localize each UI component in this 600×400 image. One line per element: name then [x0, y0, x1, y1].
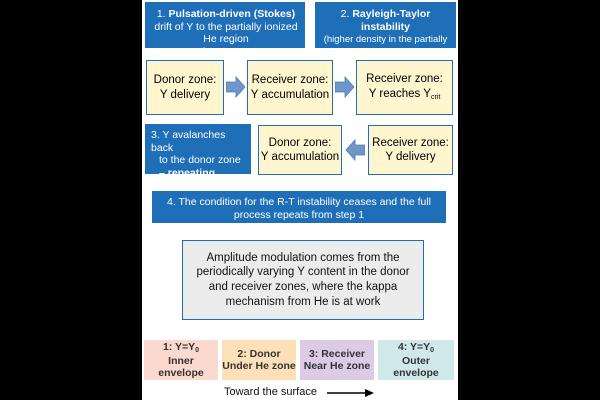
- row2-box2-line1: Receiver zone:: [372, 136, 449, 149]
- step3-line1: 3. Y avalanches back: [151, 129, 226, 154]
- step2-box: 2. Rayleigh-Taylor instability (higher d…: [315, 2, 456, 58]
- zone3-line2: Near He zone: [303, 360, 371, 372]
- row2-box1-line2: Y accumulation: [260, 151, 340, 163]
- row1-box2-line1: Receiver zone:: [251, 74, 329, 87]
- toward-surface-label: Toward the surface: [224, 386, 317, 398]
- row1-box3-line1: Receiver zone:: [366, 73, 443, 86]
- row1-box1-line2: Y delivery: [159, 88, 211, 101]
- arrow-right-icon: [226, 76, 246, 98]
- zone4-line3: envelope: [393, 367, 439, 380]
- row1-box-donor-delivery: Donor zone:Y delivery: [146, 60, 224, 115]
- diagram-panel: 1. Pulsation-driven (Stokes) drift of Y …: [142, 0, 458, 400]
- step2-bold: Rayleigh-Taylor instability: [352, 8, 431, 33]
- zone2-line1: 2: Donor: [237, 347, 281, 360]
- zone4-line1: 4: Y=Y: [397, 340, 431, 353]
- row1-box3-sub: crit: [430, 93, 441, 101]
- row1-box1-line1: Donor zone:: [153, 74, 217, 87]
- row1-box-receiver-crit: Receiver zone:Y reaches Ycrit: [356, 60, 453, 115]
- row1-box3-line2: Y reaches Y: [368, 87, 431, 100]
- step2-detail: (higher density in the partially ionized…: [323, 34, 448, 58]
- step3-box: 3. Y avalanches back to the donor zone –…: [145, 124, 251, 191]
- toward-surface-text: Toward the surface: [224, 386, 317, 398]
- arrow-right-icon: [327, 389, 374, 397]
- row2-box-receiver-delivery: Receiver zone: Y delivery: [368, 125, 453, 175]
- arrow-right-icon: [335, 76, 355, 98]
- zone3-line1: 3: Receiver: [308, 347, 366, 360]
- step2-prefix: 2.: [340, 8, 353, 20]
- arrow-left-icon: [345, 139, 365, 161]
- zone1-line3: envelope: [158, 367, 204, 380]
- row1-box2-line2: Y accumulation: [250, 88, 330, 101]
- step4-box: 4. The condition for the R-T instability…: [152, 191, 446, 223]
- summary-box: Amplitude modulation comes from the peri…: [182, 240, 424, 320]
- row2-box2-line2: Y delivery: [385, 151, 436, 163]
- row2-box-donor-accumulation: Donor zone: Y accumulation: [258, 125, 342, 175]
- zone4-line2: Outer: [401, 354, 430, 367]
- step1-tail: drift of Y to the partially ionized He r…: [154, 20, 298, 46]
- zone1-line1: 1: Y=Y: [162, 340, 196, 353]
- zone4-sub: 0: [430, 346, 435, 354]
- step4-text: 4. The condition for the R-T instability…: [166, 196, 431, 221]
- zone2-line2: Under He zone: [222, 360, 296, 372]
- step1-box: 1. Pulsation-driven (Stokes) drift of Y …: [145, 2, 305, 58]
- summary-text: Amplitude modulation comes from the peri…: [196, 251, 410, 308]
- step3-line2: to the donor zone: [159, 154, 241, 167]
- zone1-sub: 0: [195, 346, 200, 354]
- step1-bold-line: – continuous process: [171, 45, 281, 58]
- step1-bold: Pulsation-driven (Stokes): [168, 8, 296, 20]
- zone1-line2: Inner: [168, 354, 194, 367]
- step3-bold-line: – repeating process: [151, 166, 216, 192]
- row2-box1-line1: Donor zone:: [268, 136, 332, 149]
- step1-prefix: 1.: [156, 8, 169, 20]
- row1-box-receiver-accumulation: Receiver zone:Y accumulation: [247, 60, 333, 115]
